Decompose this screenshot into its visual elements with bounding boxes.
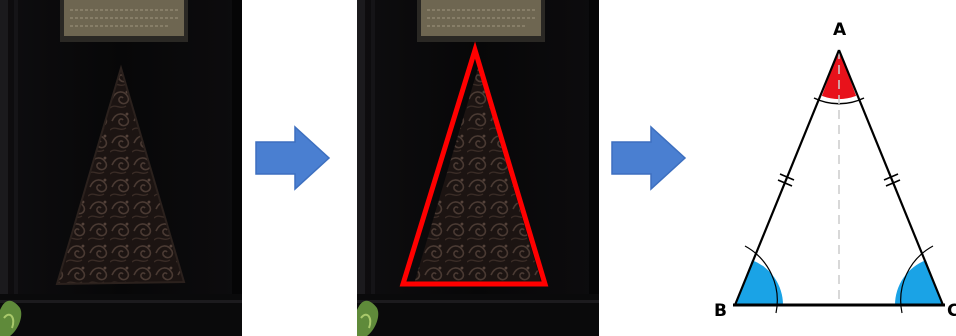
ornamental-triangle-photo bbox=[0, 0, 242, 336]
vertex-label-b: B bbox=[714, 301, 727, 321]
photo-highlighted-svg bbox=[357, 0, 599, 336]
right-arrow-icon bbox=[609, 124, 687, 192]
base-angle-marker-b bbox=[735, 260, 783, 305]
right-arrow-icon bbox=[253, 124, 331, 192]
vertex-label-a: A bbox=[833, 20, 847, 40]
vertex-label-c: C bbox=[947, 301, 956, 321]
ornamental-triangle-photo-outlined bbox=[357, 0, 599, 336]
base-angle-marker-c bbox=[895, 260, 943, 305]
isosceles-triangle-diagram: A B C bbox=[700, 0, 956, 336]
photo-original-svg bbox=[0, 0, 242, 336]
